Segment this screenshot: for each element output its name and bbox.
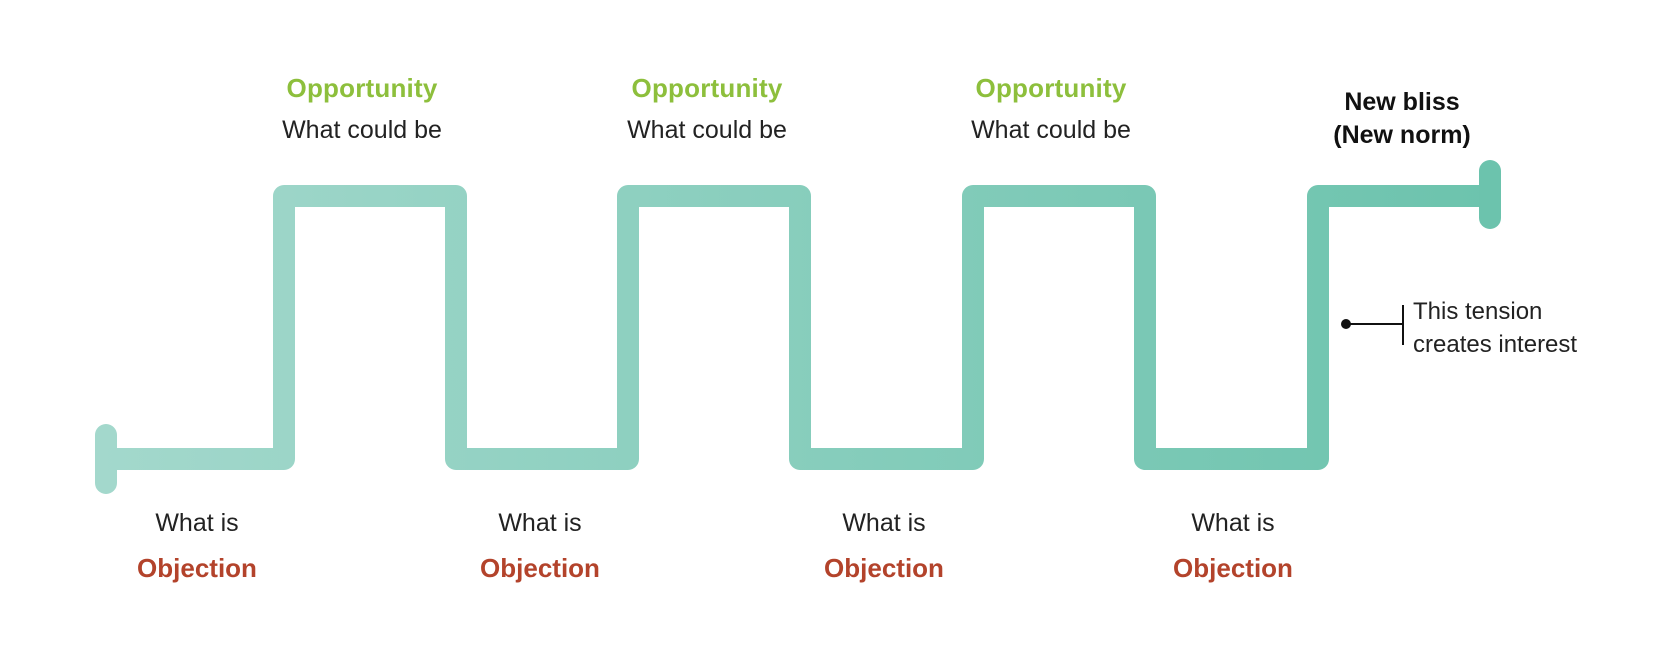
new-bliss-line1: New bliss: [1344, 88, 1460, 116]
opportunity-subtitle: What could be: [971, 115, 1131, 144]
objection-title: Objection: [480, 553, 600, 584]
opportunity-title: Opportunity: [631, 73, 783, 103]
opportunity-title: Opportunity: [286, 73, 438, 103]
tension-annotation: This tension creates interest: [1413, 295, 1577, 361]
objection-label-3: What is Objection: [824, 508, 944, 585]
objection-title: Objection: [1173, 553, 1293, 584]
objection-subtitle: What is: [155, 509, 239, 537]
objection-subtitle: What is: [498, 509, 582, 537]
annotation-pointer: [1341, 305, 1404, 345]
opportunity-label-1: Opportunity What could be: [282, 72, 442, 146]
objection-subtitle: What is: [1191, 509, 1275, 537]
objection-label-2: What is Objection: [480, 508, 600, 585]
tension-annotation-line1: This tension: [1413, 298, 1543, 325]
tension-path: [95, 185, 1501, 470]
objection-subtitle: What is: [842, 509, 926, 537]
opportunity-subtitle: What could be: [282, 115, 442, 144]
objection-title: Objection: [137, 553, 257, 584]
new-bliss-line2: (New norm): [1333, 121, 1471, 149]
tension-annotation-line2: creates interest: [1413, 331, 1578, 358]
new-bliss-label: New bliss (New norm): [1333, 86, 1471, 152]
objection-label-4: What is Objection: [1173, 508, 1293, 585]
opportunity-label-2: Opportunity What could be: [627, 72, 787, 146]
opportunity-label-3: Opportunity What could be: [971, 72, 1131, 146]
opportunity-title: Opportunity: [975, 73, 1127, 103]
objection-title: Objection: [824, 553, 944, 584]
objection-label-1: What is Objection: [137, 508, 257, 585]
opportunity-subtitle: What could be: [627, 115, 787, 144]
